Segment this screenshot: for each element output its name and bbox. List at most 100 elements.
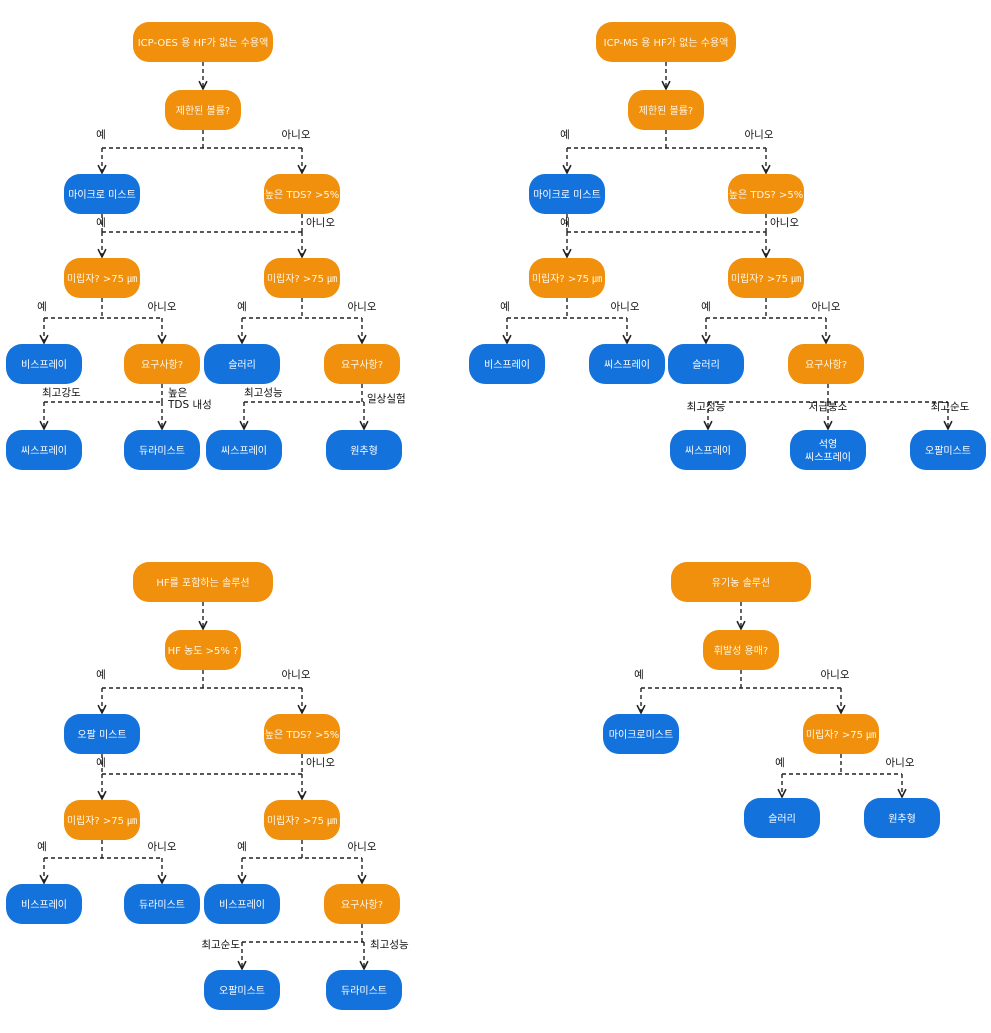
edge-label: 아니오 — [148, 841, 177, 853]
node-label: 미립자? >75 ㎛ — [532, 272, 602, 285]
tree-hf-edges — [44, 602, 364, 968]
node-label: 미립자? >75 ㎛ — [731, 272, 801, 285]
tree-organic-edges — [641, 602, 902, 796]
node-label: ICP-MS 용 HF가 없는 수용액 — [604, 36, 729, 49]
connector — [244, 384, 364, 428]
answer-node: 오팔미스트 — [204, 970, 280, 1010]
question-node: 미립자? >75 ㎛ — [64, 800, 140, 840]
node-label: 미립자? >75 ㎛ — [267, 272, 337, 285]
node-label: 오팔미스트 — [925, 445, 971, 457]
answer-node: 씨스프레이 — [670, 430, 746, 470]
answer-box — [6, 344, 82, 384]
edge-label: 아니오 — [886, 757, 915, 769]
node-label: 미립자? >75 ㎛ — [806, 728, 876, 741]
question-node: HF 농도 >5% ? — [165, 630, 241, 670]
connector — [242, 840, 362, 882]
node-label: 오팔 미스트 — [77, 729, 126, 741]
connector — [708, 384, 948, 428]
node-label: 슬러리 — [768, 813, 796, 825]
connector — [567, 130, 766, 172]
node-label: 비스프레이 — [21, 899, 67, 911]
answer-node: 슬러리 — [668, 344, 744, 384]
node-label: 제한된 볼륨? — [639, 105, 694, 117]
connector — [102, 754, 302, 798]
edge-label: 예 — [237, 840, 247, 853]
node-label: 높은 TDS? >5% — [265, 189, 339, 201]
question-node: 미립자? >75 ㎛ — [803, 714, 879, 754]
question-node: 높은 TDS? >5% — [728, 174, 804, 214]
question-node: 제한된 볼륨? — [165, 90, 241, 130]
edges-layer — [44, 62, 948, 968]
edge-label: 일상실험 — [367, 392, 406, 405]
answer-node: 씨스프레이 — [589, 344, 665, 384]
answer-box — [529, 174, 605, 214]
question-node: 미립자? >75 ㎛ — [529, 258, 605, 298]
node-label: 요구사항? — [805, 359, 847, 371]
answer-box — [326, 430, 402, 470]
question-node: ICP-OES 용 HF가 없는 수용액 — [133, 22, 273, 62]
question-node: 제한된 볼륨? — [628, 90, 704, 130]
question-node: 높은 TDS? >5% — [264, 174, 340, 214]
question-box — [728, 174, 804, 214]
question-node: 미립자? >75 ㎛ — [264, 800, 340, 840]
node-label: 요구사항? — [141, 359, 183, 371]
node-label: 높은 TDS? >5% — [729, 189, 803, 201]
question-box — [703, 630, 779, 670]
connector — [507, 298, 627, 342]
answer-node: 비스프레이 — [469, 344, 545, 384]
tree-icp-ms-edges — [507, 62, 948, 428]
answer-box — [589, 344, 665, 384]
node-label: 씨스프레이 — [685, 445, 731, 457]
node-label: 씨스프레이 — [604, 359, 650, 371]
answer-box — [603, 714, 679, 754]
node-label: 슬러리 — [692, 359, 720, 371]
question-box — [64, 258, 140, 298]
edge-label: 최고순도 — [931, 401, 970, 413]
node-label: HF를 포함하는 솔루션 — [156, 576, 249, 589]
question-box — [529, 258, 605, 298]
answer-box — [206, 430, 282, 470]
answer-node: 듀라미스트 — [124, 430, 200, 470]
answer-node: 슬러리 — [744, 798, 820, 838]
node-label: 마이크로 미스트 — [68, 189, 136, 201]
question-box — [596, 22, 736, 62]
node-label: 높은 TDS? >5% — [265, 729, 339, 741]
edge-label: 예 — [37, 300, 47, 313]
edge-label: 아니오 — [745, 129, 774, 141]
answer-node: 슬러리 — [204, 344, 280, 384]
answer-box — [469, 344, 545, 384]
edge-label: 최고성능 — [687, 401, 726, 413]
answer-box — [910, 430, 986, 470]
node-label: 비스프레이 — [484, 359, 530, 371]
edge-label: 최고성능 — [244, 387, 283, 399]
question-node: 요구사항? — [124, 344, 200, 384]
question-node: 미립자? >75 ㎛ — [264, 258, 340, 298]
question-box — [133, 22, 273, 62]
question-node: HF를 포함하는 솔루션 — [133, 562, 273, 602]
edge-label: 아니오 — [282, 669, 311, 681]
connector — [706, 298, 826, 342]
node-label: HF 농도 >5% ? — [168, 645, 239, 657]
edge-label: 예 — [500, 300, 510, 313]
question-node: 미립자? >75 ㎛ — [728, 258, 804, 298]
question-box — [788, 344, 864, 384]
node-label: 오팔미스트 — [219, 985, 265, 997]
connector — [242, 298, 362, 342]
answer-box — [204, 884, 280, 924]
edge-label: 예 — [701, 300, 711, 313]
node-label: 슬러리 — [228, 359, 256, 371]
edge-label: 아니오 — [611, 301, 640, 313]
node-label: 마이크로 미스트 — [533, 189, 601, 201]
answer-node: 듀라미스트 — [326, 970, 402, 1010]
edge-label: 예 — [96, 668, 106, 681]
edge-label: 아니오 — [770, 217, 799, 229]
connector — [567, 214, 766, 256]
